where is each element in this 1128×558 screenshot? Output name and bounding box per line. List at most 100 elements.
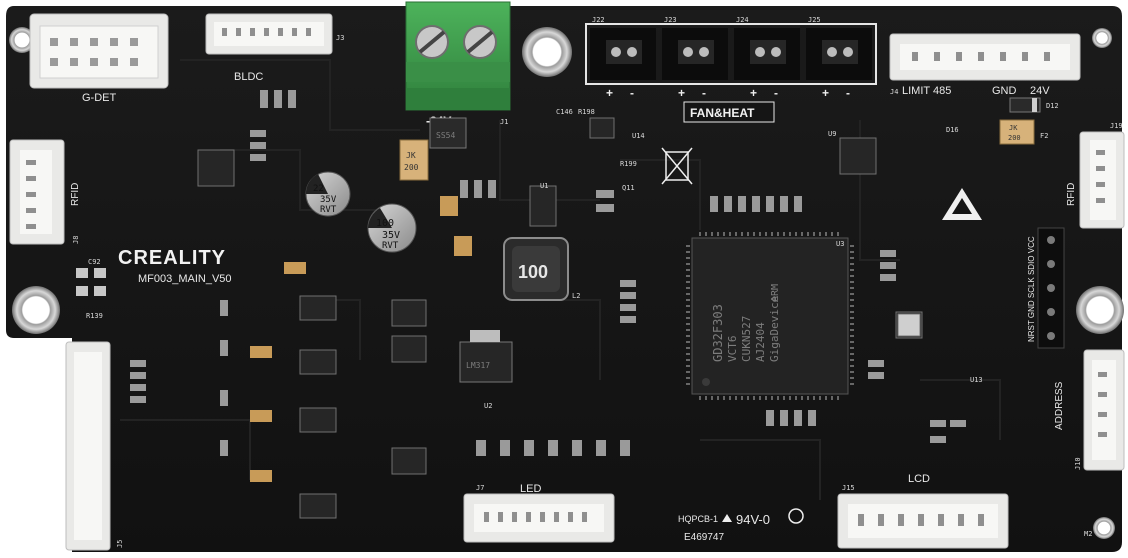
svg-text:J25: J25 xyxy=(808,16,821,24)
svg-text:RVT: RVT xyxy=(320,205,337,215)
lcd-connector: LCD J15 xyxy=(837,473,1009,549)
gold-caps xyxy=(250,196,472,482)
inductor-l2: 100 L2 xyxy=(503,237,580,301)
u3-ref: U3 xyxy=(836,240,844,248)
capacitor-100uf: 100 35V RVT xyxy=(367,203,417,253)
j7-ref: J7 xyxy=(476,484,484,492)
svg-text:35V: 35V xyxy=(382,230,400,241)
f2-ref: F2 xyxy=(1040,132,1048,140)
polarity-plus-1: + xyxy=(606,86,613,100)
svg-text:R139: R139 xyxy=(86,312,103,320)
svg-text:R199: R199 xyxy=(620,160,637,168)
svg-text:35V: 35V xyxy=(320,195,337,205)
bldc-label: BLDC xyxy=(234,71,263,83)
polarity-plus-4: + xyxy=(822,86,829,100)
gnd-label: GND xyxy=(992,85,1017,97)
svg-text:U9: U9 xyxy=(828,130,836,138)
mcu-gd32: GD32F303 VCT6 CUKN527 AJ2404 GigaDevice … xyxy=(686,232,854,400)
small-ics xyxy=(197,117,923,519)
svg-text:100: 100 xyxy=(376,218,394,229)
cert-number-label: E469747 xyxy=(684,532,724,543)
led-label: LED xyxy=(520,483,541,495)
polarity-minus-2: - xyxy=(702,86,706,100)
lcd-label: LCD xyxy=(908,473,930,485)
j5-ref: J5 xyxy=(116,540,124,548)
fuse-f2: JK 200 F2 xyxy=(999,119,1048,145)
svg-text:U14: U14 xyxy=(632,132,645,140)
j19-ref: J19 xyxy=(1110,122,1123,130)
fan-heat-section: J22 J23 J24 J25 + - + - + - + - xyxy=(585,16,877,123)
svg-text:U1: U1 xyxy=(540,182,548,190)
svg-text:JK: JK xyxy=(1009,124,1018,132)
led-connector: LED J7 xyxy=(463,483,615,543)
svg-text:CUKN527: CUKN527 xyxy=(740,316,753,362)
l2-ref: L2 xyxy=(572,292,580,300)
polarity-plus-3: + xyxy=(750,86,757,100)
j4-ref: J4 xyxy=(890,88,898,96)
ul-mark-icon xyxy=(788,508,804,524)
swd-pin-labels: NRST GND SCLK SDIO VCC xyxy=(1027,236,1036,342)
polarity-minus-3: - xyxy=(774,86,778,100)
regulator-u2: LM317 U2 xyxy=(459,330,513,410)
svg-text:J23: J23 xyxy=(664,16,677,24)
svg-text:R198: R198 xyxy=(578,108,595,116)
swd-header: NRST GND SCLK SDIO VCC xyxy=(1027,227,1065,349)
svg-text:100: 100 xyxy=(518,262,548,282)
svg-text:C92: C92 xyxy=(88,258,101,266)
svg-text:AJ2404: AJ2404 xyxy=(754,322,767,362)
copper-traces xyxy=(120,59,1001,500)
c92-footprint: C92 R139 xyxy=(76,258,106,320)
smd-passives xyxy=(130,90,966,456)
polarity-minus-4: - xyxy=(846,86,850,100)
power-terminal-block: -24V + J1 xyxy=(405,1,511,128)
j1-ref: J1 xyxy=(500,118,508,126)
board-model-label: MF003_MAIN_V50 xyxy=(138,273,232,285)
u2-ref: U2 xyxy=(484,402,492,410)
fan-port-j25: J25 xyxy=(806,16,872,80)
ic-refs: U14 U9 U1 U13 Q11 R199 C146 R198 xyxy=(540,108,983,384)
gdet-connector: G-DET xyxy=(29,13,169,104)
address-label: ADDRESS xyxy=(1054,381,1065,430)
address-connector: ADDRESS J10 xyxy=(1054,349,1125,471)
svg-text:J22: J22 xyxy=(592,16,605,24)
limit485-label: LIMIT 485 xyxy=(902,85,951,97)
j8-ref: J8 xyxy=(72,236,80,244)
pcb-code-label: HQPCB-1 xyxy=(678,514,718,524)
rating-label: 94V-0 xyxy=(736,512,770,527)
j15-ref: J15 xyxy=(842,484,855,492)
certification-marks: HQPCB-1 94V-0 E469747 xyxy=(678,508,804,543)
svg-text:22: 22 xyxy=(313,184,324,194)
svg-text:VCT6: VCT6 xyxy=(726,336,739,363)
v24-label: 24V xyxy=(1030,85,1050,97)
m2-ref: M2 xyxy=(1084,530,1092,538)
fan-port-j22: J22 xyxy=(590,16,656,80)
rfid-right-label: RFID xyxy=(1066,183,1077,206)
mounting-holes xyxy=(9,27,1124,539)
fan-port-j23: J23 xyxy=(662,16,728,80)
j10-ref: J10 xyxy=(1074,457,1082,470)
j3-ref: J3 xyxy=(336,34,344,42)
svg-text:GD32F303: GD32F303 xyxy=(711,304,725,362)
fan-heat-label: FAN&HEAT xyxy=(690,106,755,120)
limit485-connector: J4 LIMIT 485 GND 24V xyxy=(889,33,1081,97)
capacitor-22uf: 22 35V RVT xyxy=(305,171,351,217)
svg-text:J24: J24 xyxy=(736,16,749,24)
d12-ref: D12 xyxy=(1046,102,1059,110)
diode-ss54: SS54 xyxy=(429,117,467,149)
svg-text:JK: JK xyxy=(406,151,416,160)
rfid-right-connector: J19 RFID xyxy=(1066,122,1125,229)
diode-d12: D12 xyxy=(1009,97,1059,113)
crystal xyxy=(897,313,921,337)
gdet-label: G-DET xyxy=(82,92,117,104)
svg-text:200: 200 xyxy=(1008,134,1021,142)
svg-text:SS54: SS54 xyxy=(436,131,455,140)
rfid-left-connector: RFID J8 xyxy=(9,139,81,245)
j5-connector: J5 xyxy=(65,341,124,551)
svg-text:U13: U13 xyxy=(970,376,983,384)
fan-port-j24: J24 xyxy=(734,16,800,80)
rfid-left-label: RFID xyxy=(70,183,81,206)
weee-bin-icon xyxy=(661,147,693,185)
svg-text:200: 200 xyxy=(404,163,419,172)
triangle-icon xyxy=(722,514,732,522)
d16-ref: D16 xyxy=(946,126,959,134)
